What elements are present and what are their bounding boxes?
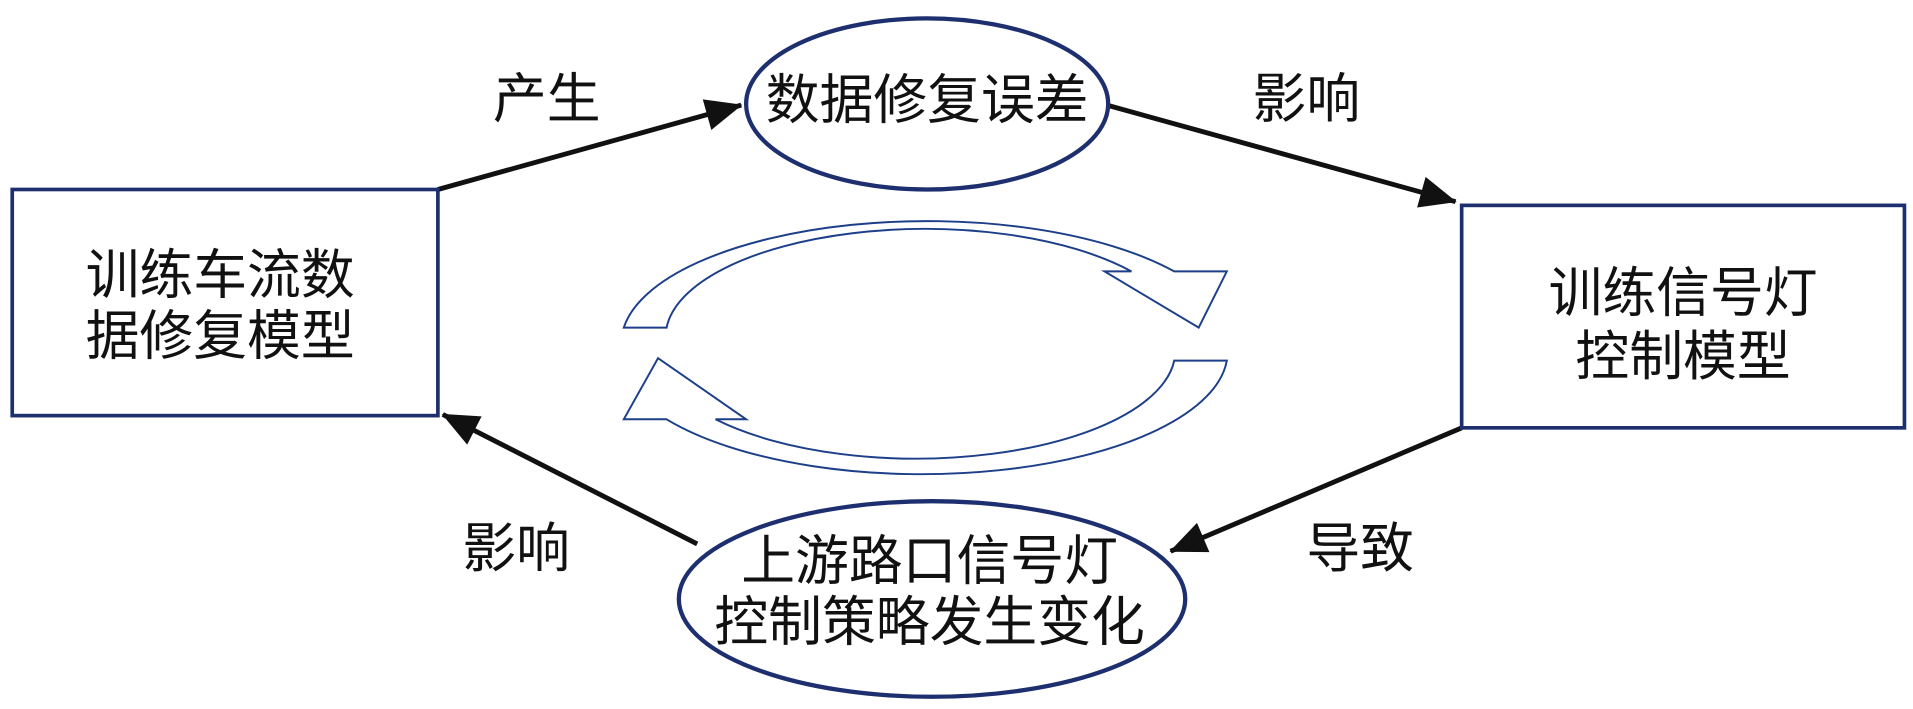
right-box-line2: 控制模型 xyxy=(1575,325,1790,388)
bottom-ellipse-line1: 上游路口信号灯 xyxy=(741,529,1118,592)
edge-label-influence-top: 影响 xyxy=(1253,67,1361,130)
node-data-repair-error: 数据修复误差 xyxy=(743,16,1111,192)
cycle-arrow-bottom xyxy=(622,356,1228,476)
bottom-ellipse-line2: 控制策略发生变化 xyxy=(714,591,1145,654)
left-box-line1: 训练车流数 xyxy=(86,243,355,306)
arrow-left-to-top xyxy=(437,99,743,192)
arrow-right-to-bottom xyxy=(1169,425,1463,554)
left-box-line2: 据修复模型 xyxy=(86,304,355,367)
edge-label-produce: 产生 xyxy=(493,67,601,130)
arrow-bottom-to-left xyxy=(441,412,699,547)
edge-label-cause: 导致 xyxy=(1306,517,1414,580)
node-upstream-signal-strategy-change: 上游路口信号灯 控制策略发生变化 xyxy=(676,499,1188,699)
edge-label-influence-bottom: 影响 xyxy=(462,517,570,580)
top-ellipse-text: 数据修复误差 xyxy=(766,69,1089,132)
right-box-line1: 训练信号灯 xyxy=(1549,262,1818,325)
node-train-flow-repair-model: 训练车流数 据修复模型 xyxy=(10,187,440,418)
node-train-signal-control-model: 训练信号灯 控制模型 xyxy=(1459,203,1907,430)
cycle-arrow-top xyxy=(622,220,1229,329)
arrow-top-to-right xyxy=(1106,102,1457,208)
